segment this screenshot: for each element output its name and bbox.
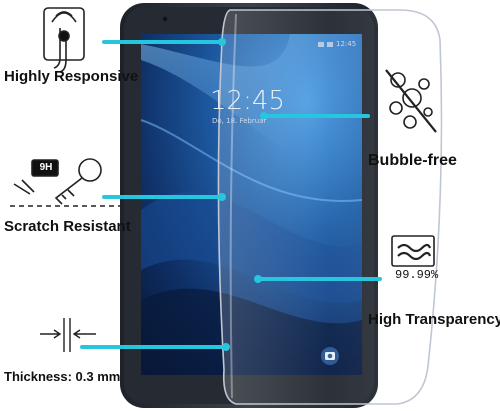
hardness-badge: 9H	[39, 162, 53, 173]
front-camera-icon	[162, 16, 168, 22]
transparency-percent: 99.99%	[395, 268, 439, 282]
lockscreen-date: Do, 18. Februar	[212, 117, 267, 125]
key-scratch-icon	[10, 158, 120, 207]
feature-label-responsive: Highly Responsive	[4, 68, 139, 85]
lockscreen-clock: 12:45	[210, 86, 285, 116]
pointer-lines	[80, 40, 382, 349]
status-bar-time: 12:45	[336, 40, 357, 48]
bubbles-icon	[385, 69, 437, 133]
feature-label-thickness: Thickness: 0.3 mm	[4, 369, 121, 384]
feature-label-transparency: High Transparency	[368, 311, 500, 328]
finger-touch-icon	[43, 7, 85, 73]
thickness-arrows-icon	[40, 318, 96, 352]
feature-label-bubble: Bubble-free	[368, 152, 457, 169]
feature-label-scratch: Scratch Resistant	[4, 218, 131, 235]
wave-lines-icon	[391, 235, 435, 267]
glass-protector	[217, 9, 443, 405]
